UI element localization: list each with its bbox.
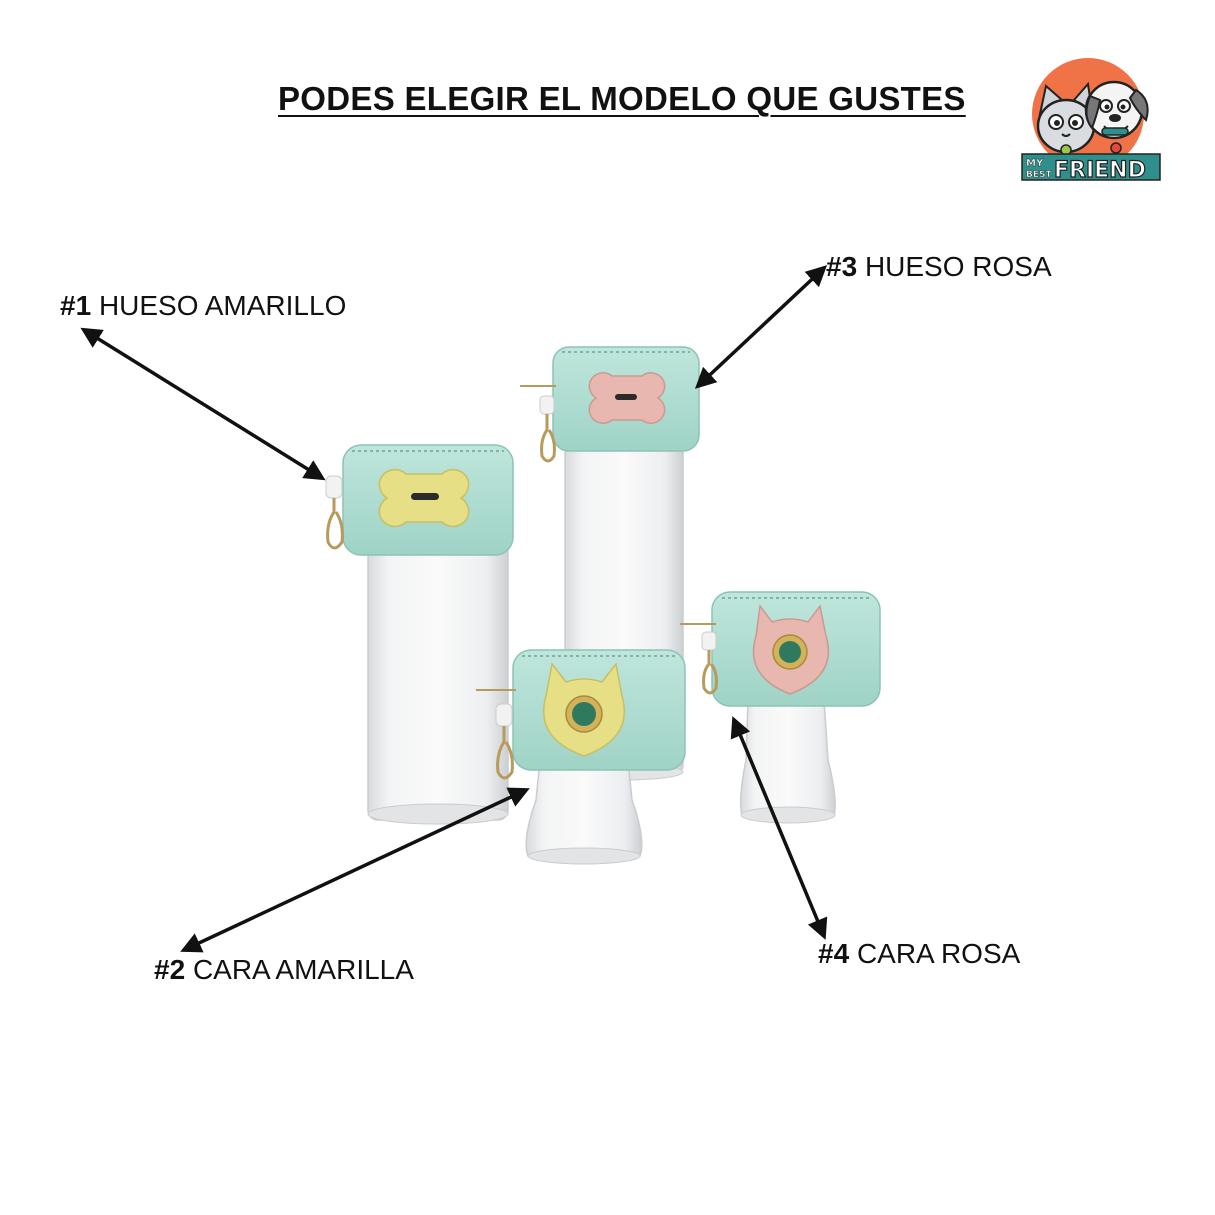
dog-face-icon bbox=[1084, 80, 1149, 154]
label-model-1: #1 HUESO AMARILLO bbox=[60, 290, 346, 322]
tube-1 bbox=[367, 529, 509, 825]
label-model-2-name: CARA AMARILLA bbox=[192, 954, 414, 985]
arrow-3 bbox=[694, 265, 828, 389]
label-model-4-name: CARA ROSA bbox=[856, 938, 1021, 969]
label-model-4: #4 CARA ROSA bbox=[818, 938, 1020, 970]
pouch-cara-rosa bbox=[680, 591, 881, 707]
clip-icon bbox=[476, 689, 516, 780]
pouch-hueso-amarillo bbox=[325, 444, 514, 556]
arrow-4 bbox=[730, 716, 828, 940]
brand-logo: MY BEST FRIEND bbox=[1021, 58, 1161, 184]
arrow-1 bbox=[80, 327, 326, 481]
page-title: PODES ELEGIR EL MODELO QUE GUSTES bbox=[278, 80, 966, 117]
pouch-hueso-rosa bbox=[520, 346, 700, 463]
label-model-1-name: HUESO AMARILLO bbox=[98, 290, 347, 321]
label-model-2-number: #2 bbox=[154, 954, 186, 985]
label-model-3-name: HUESO ROSA bbox=[864, 251, 1052, 282]
label-model-3-number: #3 bbox=[826, 251, 858, 282]
brand-line1: MY bbox=[1026, 158, 1044, 169]
tube-4 bbox=[739, 699, 836, 824]
clip-icon bbox=[680, 623, 718, 695]
label-model-2: #2 CARA AMARILLA bbox=[154, 954, 414, 986]
arrow-2 bbox=[180, 787, 530, 953]
clip-icon bbox=[325, 475, 344, 550]
brand-line2: BEST bbox=[1026, 170, 1052, 180]
label-model-1-number: #1 bbox=[60, 290, 92, 321]
label-model-3: #3 HUESO ROSA bbox=[826, 251, 1052, 283]
brand-line3: FRIEND bbox=[1054, 158, 1146, 183]
clip-icon bbox=[520, 385, 556, 463]
tube-2 bbox=[525, 759, 643, 865]
cat-face-icon bbox=[1036, 81, 1096, 156]
pouch-cara-amarilla bbox=[476, 649, 686, 780]
label-model-4-number: #4 bbox=[818, 938, 850, 969]
